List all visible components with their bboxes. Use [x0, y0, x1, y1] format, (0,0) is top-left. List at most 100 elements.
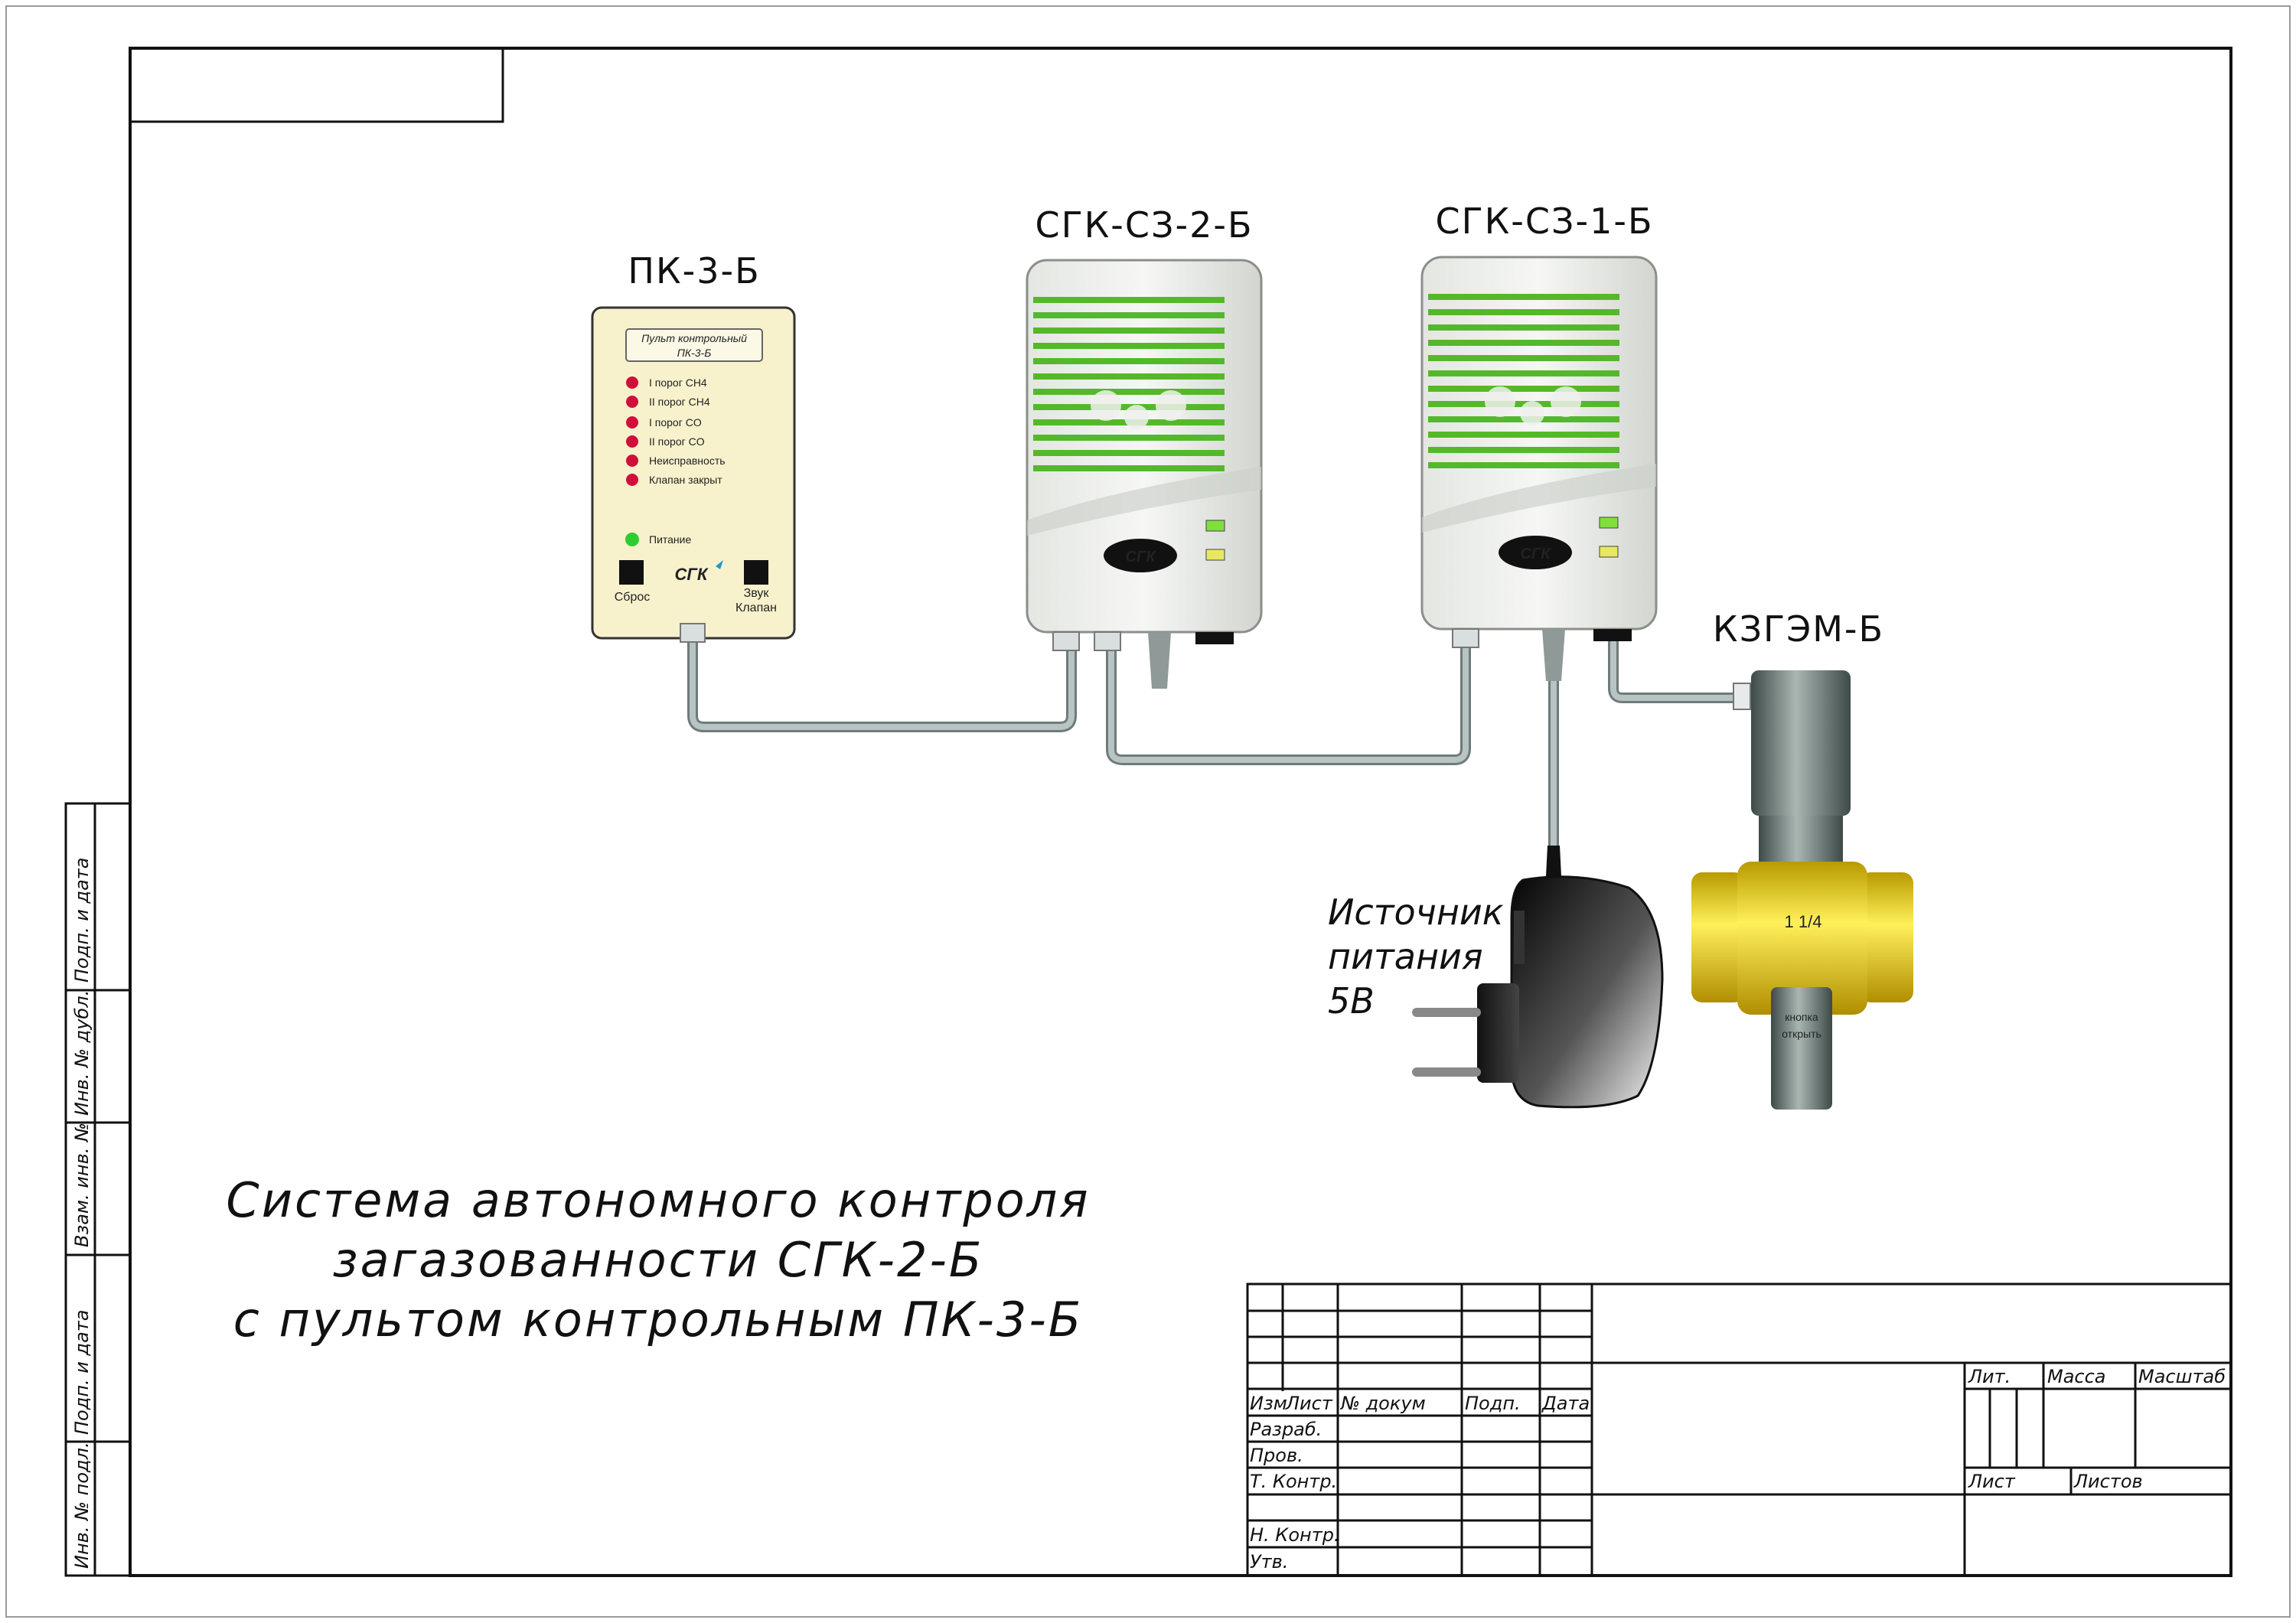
sensor2-power-port: [1195, 632, 1234, 644]
tb-row-utv: Утв.: [1250, 1551, 1288, 1572]
side-label-podp-data-1: Подп. и дата: [71, 1310, 93, 1436]
sensor1-vent-grille: [1428, 294, 1619, 468]
reset-button[interactable]: [619, 560, 644, 585]
adapter-side-notch: [1514, 911, 1525, 964]
tb-col-izm: Изм: [1250, 1393, 1287, 1414]
tb-massa: Масса: [2047, 1366, 2106, 1387]
side-stamp: Инв. № подл. Подп. и дата Взам. инв. № И…: [64, 802, 132, 1577]
sensor-sgk-sz-2b: СГК-СЗ-2-Б СГК: [1026, 204, 1263, 689]
valve-name: КЗГЭМ-Б: [1713, 608, 1884, 650]
sensor2-led-green-icon: [1205, 520, 1225, 532]
tb-masshtab: Масштаб: [2138, 1366, 2226, 1387]
valve-size-label: 1 1/4: [1785, 912, 1822, 931]
sensor2-led-yellow-icon: [1205, 549, 1225, 561]
tb-list: Лист: [1968, 1471, 2016, 1492]
panel-logo-text: СГК: [675, 565, 709, 584]
title-block: [1246, 1282, 2232, 1577]
led-green-icon: [625, 533, 639, 546]
tb-row-nkontr: Н. Контр.: [1250, 1524, 1340, 1546]
panel-name: ПК-3-Б: [628, 250, 760, 292]
panel-connector: [680, 623, 706, 643]
sensor2-logo-text: СГК: [1125, 549, 1156, 565]
sensor1-power-port: [1593, 629, 1632, 641]
tb-col-docum: № докум: [1339, 1393, 1426, 1414]
sheet-edge: [5, 5, 2291, 1618]
valve-button-label: Клапан: [735, 601, 777, 614]
control-panel-pk3b: ПК-3-Б Пульт контрольный ПК-3-Б I порог …: [591, 250, 796, 643]
gas-sensor-icon: [1420, 256, 1658, 631]
sgk-logo-icon: СГК: [675, 560, 723, 584]
title-line1: Система автономного контроля: [226, 1172, 1090, 1228]
panel-indicators: I порог CH4 II порог CH4 I порог CO II п…: [625, 376, 726, 546]
sensor2-name: СГК-СЗ-2-Б: [1035, 204, 1253, 246]
sensor1-logo-text: СГК: [1520, 546, 1551, 562]
tb-col-data: Дата: [1541, 1393, 1590, 1414]
title-line2: загазованности СГК-2-Б: [333, 1232, 984, 1288]
power-label-line2: питания: [1328, 936, 1483, 977]
tb-lit: Лит.: [1968, 1366, 2011, 1387]
sensor2-vent-grille: [1033, 297, 1225, 471]
indicator-label: I порог CH4: [649, 376, 707, 389]
indicator-label: II порог CO: [649, 435, 705, 448]
sensor-sgk-sz-1b: СГК-СЗ-1-Б СГК: [1420, 200, 1658, 681]
valve-body: [1737, 862, 1867, 1015]
title-line3: с пультом контрольным ПК-3-Б: [233, 1292, 1084, 1348]
side-label-inv-dubl: Инв. № дубл.: [71, 990, 93, 1116]
adapter-housing: [1510, 875, 1664, 1109]
side-label-podp-data-2: Подп. и дата: [71, 858, 93, 983]
sensor2-connector-right: [1094, 631, 1121, 651]
gas-sensor-icon: [1026, 259, 1263, 634]
tb-row-tkontr: Т. Контр.: [1250, 1471, 1337, 1492]
valve-button-stem: [1771, 987, 1832, 1110]
sensor1-gas-inlet: [1542, 629, 1565, 681]
tb-listov: Листов: [2073, 1471, 2143, 1492]
panel-title-line2: ПК-3-Б: [677, 347, 712, 359]
sound-valve-button[interactable]: [744, 560, 768, 585]
power-label-line3: 5В: [1328, 980, 1375, 1022]
power-adapter-icon: [1412, 846, 1664, 1109]
sgk-logo-icon: [1104, 539, 1177, 572]
indicator-label: II порог CH4: [649, 396, 710, 408]
valve-body-text-1: кнопка: [1785, 1011, 1818, 1023]
gas-valve-icon: КЗГЭМ-Б 1 1/4 кнопка открыть: [1691, 608, 1913, 1110]
led-red-icon: [626, 435, 638, 448]
sensor2-connector-left: [1052, 631, 1080, 651]
valve-connector: [1733, 683, 1751, 710]
valve-inlet-nut: [1691, 872, 1745, 1002]
power-label-line1: Источник: [1328, 891, 1504, 933]
sgk-logo-icon: [1499, 536, 1572, 569]
cables: [687, 630, 1750, 855]
indicator-label: I порог CO: [649, 416, 702, 429]
side-label-inv-podl: Инв. № подл.: [71, 1442, 93, 1569]
led-red-icon: [626, 455, 638, 467]
sensor1-led-green-icon: [1599, 517, 1619, 529]
side-label-vzam-inv: Взам. инв. №: [71, 1123, 93, 1247]
led-red-icon: [626, 396, 638, 408]
drawing-title: Система автономного контроля загазованно…: [226, 1172, 1090, 1348]
panel-title-line1: Пульт контрольный: [641, 332, 747, 344]
valve-coil: [1751, 670, 1851, 816]
adapter-pin-bottom: [1412, 1067, 1481, 1077]
valve-neck: [1759, 816, 1843, 862]
sensor2-gas-inlet: [1148, 632, 1171, 689]
panel-title-box: [625, 328, 763, 362]
sound-button-label: Звук: [744, 587, 770, 600]
sensor1-name: СГК-СЗ-1-Б: [1435, 200, 1653, 242]
valve-body-text-2: открыть: [1782, 1028, 1821, 1040]
tb-col-podp: Подп.: [1465, 1393, 1521, 1414]
led-red-icon: [626, 416, 638, 429]
adapter-pin-top: [1412, 1008, 1481, 1017]
reset-button-label: Сброс: [615, 591, 651, 604]
power-indicator-label: Питание: [649, 533, 691, 546]
sensor1-led-yellow-icon: [1599, 546, 1619, 558]
led-red-icon: [626, 376, 638, 389]
indicator-label: Неисправность: [649, 455, 726, 467]
adapter-plug: [1477, 983, 1519, 1083]
title-block-labels: Изм Лист № докум Подп. Дата Разраб. Пров…: [1250, 1366, 2226, 1572]
tb-row-prov: Пров.: [1250, 1445, 1303, 1466]
adapter-cable-strain-relief: [1546, 846, 1561, 876]
top-left-stamp: [129, 47, 504, 123]
valve-outlet-nut: [1860, 872, 1913, 1002]
led-red-icon: [626, 474, 638, 486]
